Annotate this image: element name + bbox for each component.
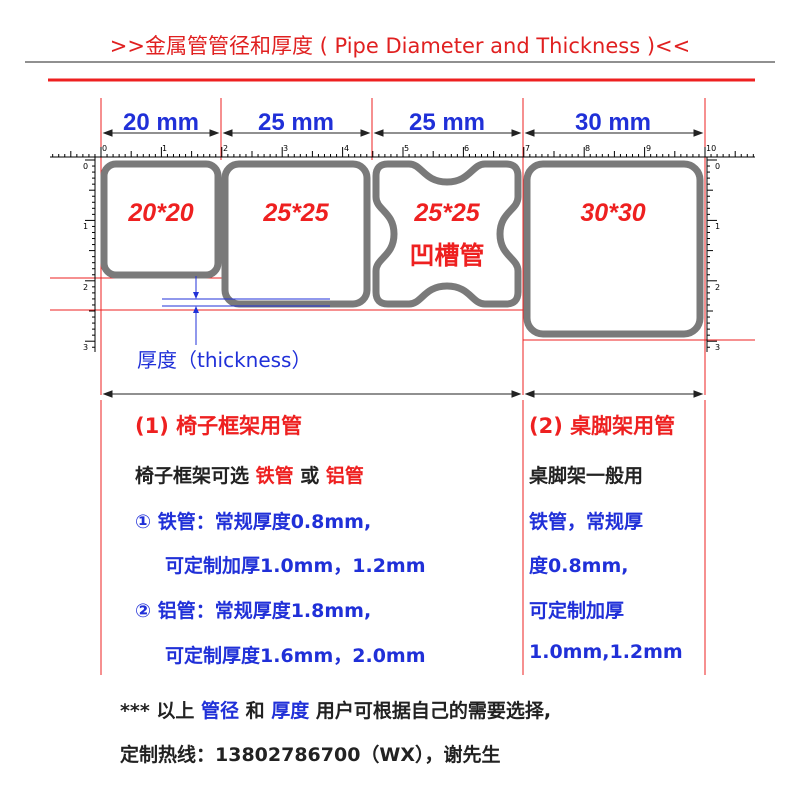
section1-line1-text: 椅子框架可选	[135, 465, 256, 487]
dimension-label-4: 30 mm	[575, 109, 651, 136]
ruler-right-label: 0	[715, 162, 720, 171]
section1-line5: 可定制厚度1.6mm，2.0mm	[165, 645, 426, 667]
section1-line3: 可定制加厚1.0mm，1.2mm	[165, 555, 426, 577]
ruler-top-label: 10	[706, 144, 716, 153]
thickness-label: 厚度（thickness）	[137, 348, 312, 372]
dimension-arrows	[102, 129, 704, 398]
footer-and: 和	[239, 700, 272, 722]
ruler-top-label: 6	[464, 144, 469, 153]
thickness-indicator	[162, 276, 330, 345]
pipe-label-4: 30*30	[580, 199, 645, 227]
pipe-label-2: 25*25	[262, 199, 329, 227]
ruler-top	[50, 147, 755, 158]
pipe-sublabel-3: 凹槽管	[409, 241, 484, 270]
ruler-top-label: 4	[344, 144, 349, 153]
footer-prefix: *** 以上	[120, 700, 202, 722]
section2-line3: 度0.8mm,	[529, 555, 629, 577]
pipe-25x25	[221, 160, 371, 308]
ruler-top-label: 3	[283, 144, 288, 153]
section1-line1: 椅子框架可选 铁管 或 铝管	[135, 461, 364, 488]
page-title: >>金属管管径和厚度 ( Pipe Diameter and Thickness…	[109, 34, 691, 58]
footer-hotline: 定制热线：13802786700（WX），谢先生	[120, 744, 501, 766]
ruler-right-label: 3	[715, 343, 720, 352]
ruler-top-label: 1	[162, 144, 167, 153]
aluminum-pipe-highlight: 铝管	[325, 465, 364, 487]
section2-line1: 桌脚架一般用	[529, 465, 644, 487]
footer-diameter: 管径	[201, 700, 240, 722]
section1-line4: ② 铝管：常规厚度1.8mm,	[135, 600, 372, 622]
pipe-25x25-grooved	[372, 160, 522, 308]
ruler-left	[85, 157, 96, 352]
ruler-left-label: 0	[83, 162, 88, 171]
ruler-top-label: 2	[223, 144, 228, 153]
footer-suffix: 用户可根据自己的需要选择,	[309, 700, 552, 722]
ruler-top-label: 9	[646, 144, 651, 153]
footer-thickness: 厚度	[271, 700, 310, 722]
ruler-top-label: 7	[525, 144, 530, 153]
pipe-label-3: 25*25	[413, 199, 480, 227]
ruler-left-label: 3	[83, 343, 88, 352]
ruler-right-label: 2	[715, 283, 720, 292]
ruler-left-label: 1	[83, 222, 88, 231]
section2-line4: 可定制加厚	[529, 600, 625, 622]
dimension-label-3: 25 mm	[409, 109, 485, 136]
section2-line5: 1.0mm,1.2mm	[529, 641, 683, 663]
ruler-top-label: 5	[404, 144, 409, 153]
ruler-top-label: 8	[585, 144, 590, 153]
iron-pipe-highlight: 铁管	[255, 465, 294, 487]
pipe-label-1: 20*20	[127, 199, 193, 227]
section1-heading: (1) 椅子框架用管	[135, 414, 303, 438]
dimension-label-2: 25 mm	[258, 109, 334, 136]
section1-line2: ① 铁管：常规厚度0.8mm,	[135, 511, 372, 533]
footer-note: *** 以上 管径 和 厚度 用户可根据自己的需要选择,	[120, 696, 551, 723]
pipe-30x30	[523, 160, 704, 338]
pipe-20x20	[100, 160, 222, 279]
section2-line2: 铁管，常规厚	[529, 511, 644, 533]
section2-heading: (2) 桌脚架用管	[529, 414, 676, 438]
dimension-label-1: 20 mm	[123, 109, 199, 136]
ruler-top-label: 0	[102, 144, 107, 153]
ruler-left-label: 2	[83, 283, 88, 292]
ruler-right-label: 1	[715, 222, 720, 231]
ruler-right	[706, 157, 717, 352]
section1-line1-or: 或	[293, 465, 326, 487]
